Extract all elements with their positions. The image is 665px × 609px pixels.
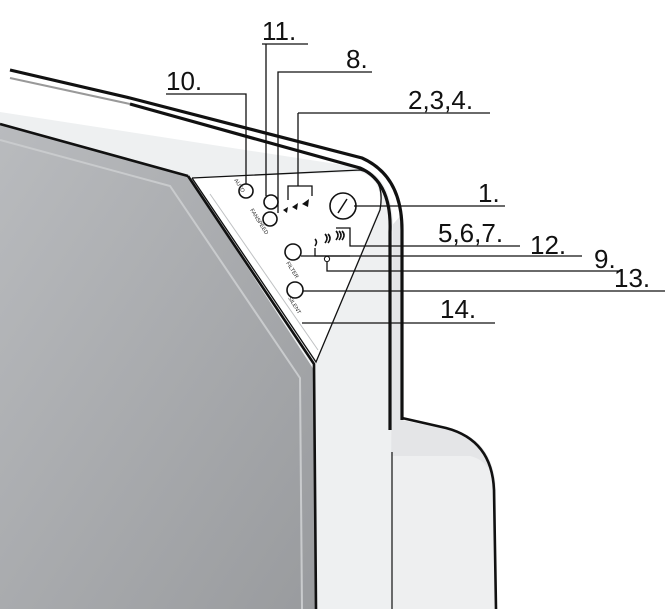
front-diag-edge — [186, 175, 318, 609]
screen-highlight — [0, 139, 303, 609]
front-top-edge — [0, 122, 189, 178]
callout-1: 1. — [478, 178, 500, 208]
power-icon — [337, 198, 348, 214]
callout-2-3-4: 2,3,4. — [408, 85, 473, 115]
fanspeed-button-top[interactable] — [263, 194, 279, 210]
front-screen — [0, 124, 316, 609]
callout-11: 11. — [262, 16, 296, 46]
fan-speed-arrows-icon — [283, 199, 309, 213]
filter-icon — [314, 230, 345, 247]
callout-13: 13. — [614, 263, 650, 293]
top-edge-outer-highlight — [9, 77, 131, 105]
filter-indicator-light — [323, 255, 331, 263]
callout-5-6-7: 5,6,7. — [438, 218, 503, 248]
callout-12: 12. — [530, 230, 566, 260]
panel-inner-edge — [209, 193, 319, 351]
top-edge-inner — [129, 102, 392, 430]
body-right-inner — [390, 456, 496, 609]
leader-lines — [166, 43, 665, 324]
callout-8: 8. — [346, 44, 368, 74]
fanspeed-button[interactable] — [262, 211, 278, 227]
top-edge-outer — [9, 68, 404, 420]
control-panel — [192, 172, 381, 362]
body-right-outline — [401, 416, 498, 609]
callout-10: 10. — [166, 66, 202, 96]
silent-button[interactable] — [286, 281, 304, 299]
callout-14: 14. — [440, 294, 476, 324]
filter-button[interactable] — [284, 243, 302, 261]
callout-9: 9. — [594, 244, 616, 274]
